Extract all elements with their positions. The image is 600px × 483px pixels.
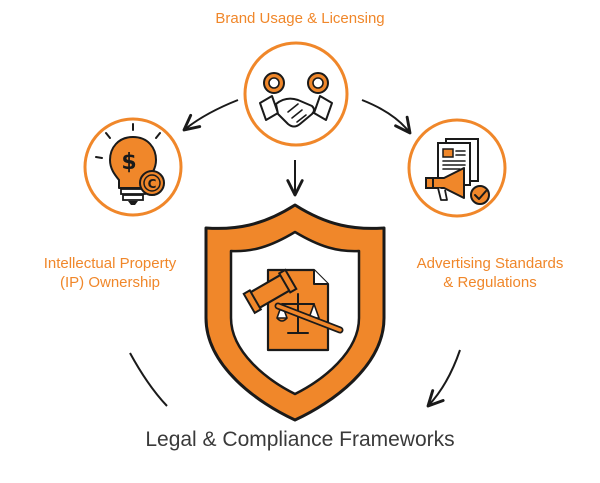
curve-left-to-footer (129, 352, 168, 407)
ip-ownership-label: Intellectual Property (IP) Ownership (20, 254, 200, 292)
brand-usage-label: Brand Usage & Licensing (150, 9, 450, 28)
footer-title: Legal & Compliance Frameworks (145, 428, 455, 451)
ip-node: $ C (83, 117, 183, 217)
lightbulb-copyright-icon: $ C (95, 123, 165, 205)
handshake-node (243, 41, 349, 147)
advertising-node (407, 118, 507, 218)
arrow-top-to-right (361, 99, 412, 135)
svg-text:$: $ (121, 150, 136, 175)
advertising-label-line2: & Regulations (443, 274, 537, 291)
advertising-label-line1: Advertising Standards (416, 255, 564, 272)
megaphone-document-icon (425, 138, 490, 205)
ip-ownership-label-line2: (IP) Ownership (59, 274, 161, 291)
svg-text:C: C (148, 177, 157, 191)
shield-gavel-document-icon (204, 203, 386, 422)
ip-ownership-label-line1: Intellectual Property (43, 255, 177, 272)
handshake-icon (259, 72, 333, 128)
brand-usage-label-text: Brand Usage & Licensing (215, 10, 385, 27)
arrow-right-to-footer (426, 349, 461, 408)
arrow-top-to-left (182, 99, 239, 132)
advertising-label: Advertising Standards & Regulations (390, 254, 590, 292)
